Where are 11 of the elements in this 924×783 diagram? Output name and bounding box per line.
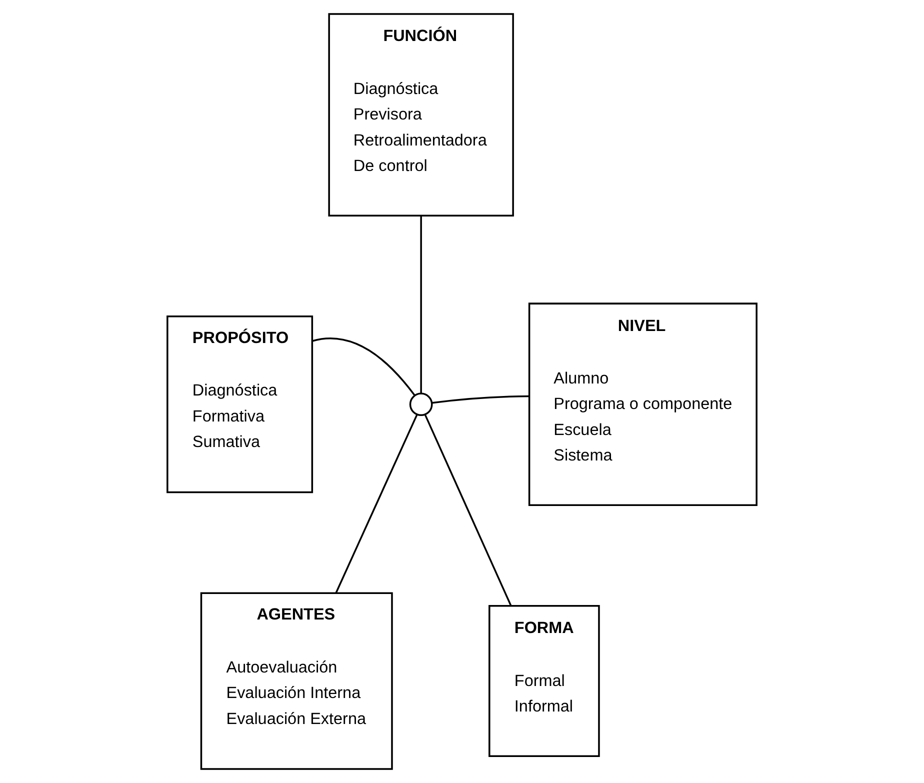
node-box: FUNCIÓN Diagnóstica Previsora Retroalimentadora De control: [328, 13, 514, 216]
connector: [420, 216, 422, 394]
connector: [432, 395, 530, 404]
connector: [335, 414, 418, 594]
node-circle: [409, 392, 433, 416]
node-box: AGENTES Autoevaluación Evaluación Interna Evaluación Externa: [200, 592, 393, 770]
connector: [312, 338, 416, 396]
node-box: FORMA Formal Informal: [488, 605, 600, 757]
node-box: PROPÓSITO Diagnóstica Formativa Sumativa: [166, 316, 314, 494]
node-box: NIVEL Alumno Programa o componente Escuela Sistema: [528, 302, 758, 506]
connector: [424, 414, 512, 606]
